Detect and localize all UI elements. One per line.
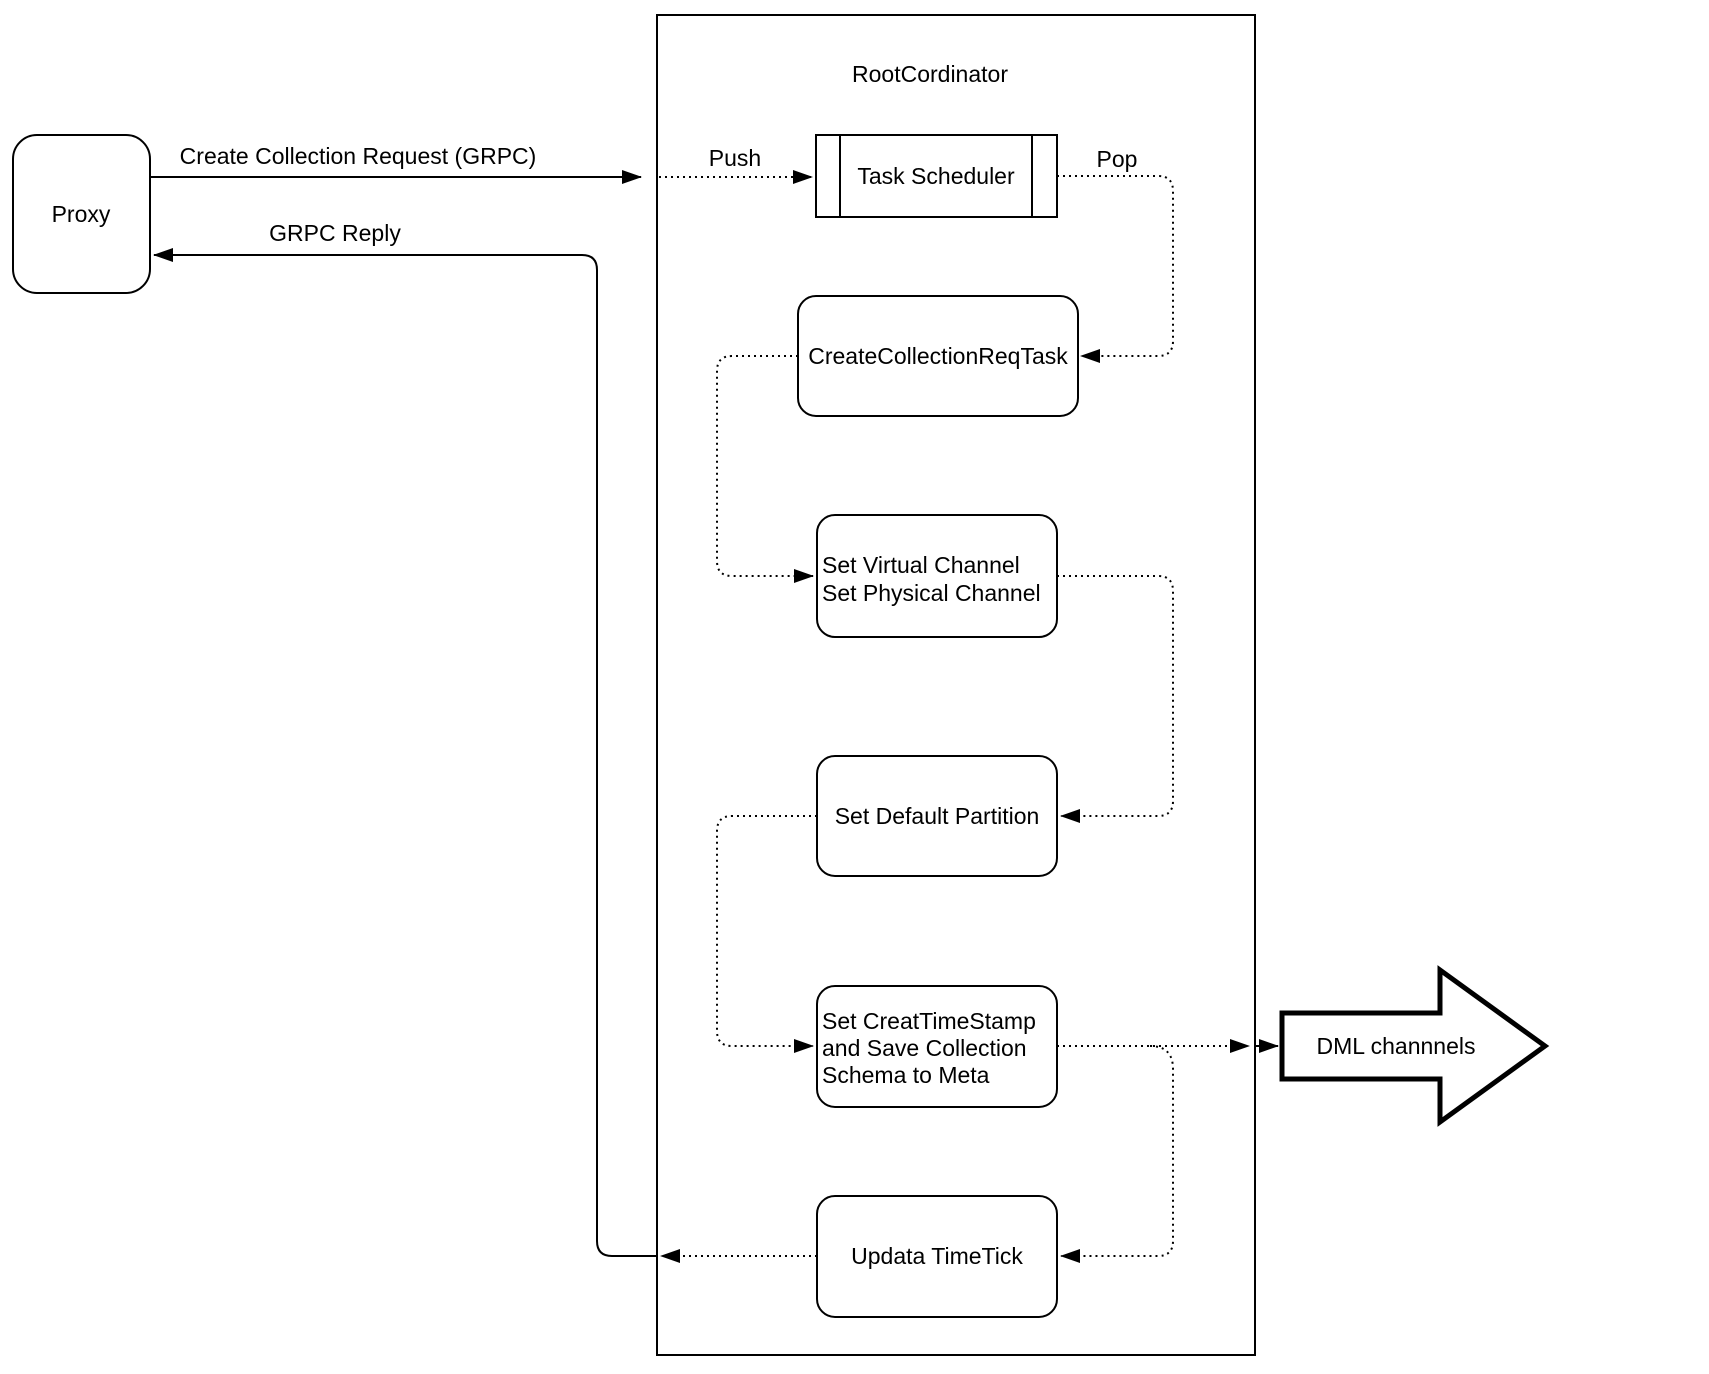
create-collection-req-task-label: CreateCollectionReqTask [808,343,1068,369]
edge-pop-label: Pop [1097,146,1138,172]
set-timestamp-label: Set CreatTimeStamp and Save Collection S… [822,1008,1042,1088]
edge-reqtask-to-setchannels [716,355,814,583]
set-default-partition-label: Set Default Partition [835,803,1040,829]
rootcordinator-container [656,14,1256,1356]
edge-timestamp-to-timetick [1060,1045,1174,1263]
edge-push-label: Push [709,145,761,171]
task-scheduler-side-bars [839,135,1033,217]
dml-channels-arrow [1279,965,1550,1127]
rootcordinator-label: RootCordinator [852,61,1008,87]
edge-grpc-reply-label: GRPC Reply [269,220,401,246]
proxy-label: Proxy [52,201,111,227]
set-channels-label: Set Virtual Channel Set Physical Channel [822,552,1041,606]
edge-create-collection-request-label: Create Collection Request (GRPC) [180,143,537,169]
task-scheduler-label: Task Scheduler [857,163,1015,189]
update-timetick-label: Updata TimeTick [851,1243,1023,1269]
edge-grpc-reply [153,248,657,1257]
proxy-node [12,134,151,294]
dml-channels-label: DML channnels [1317,1033,1476,1059]
edge-partition-to-timestamp [716,815,817,1053]
